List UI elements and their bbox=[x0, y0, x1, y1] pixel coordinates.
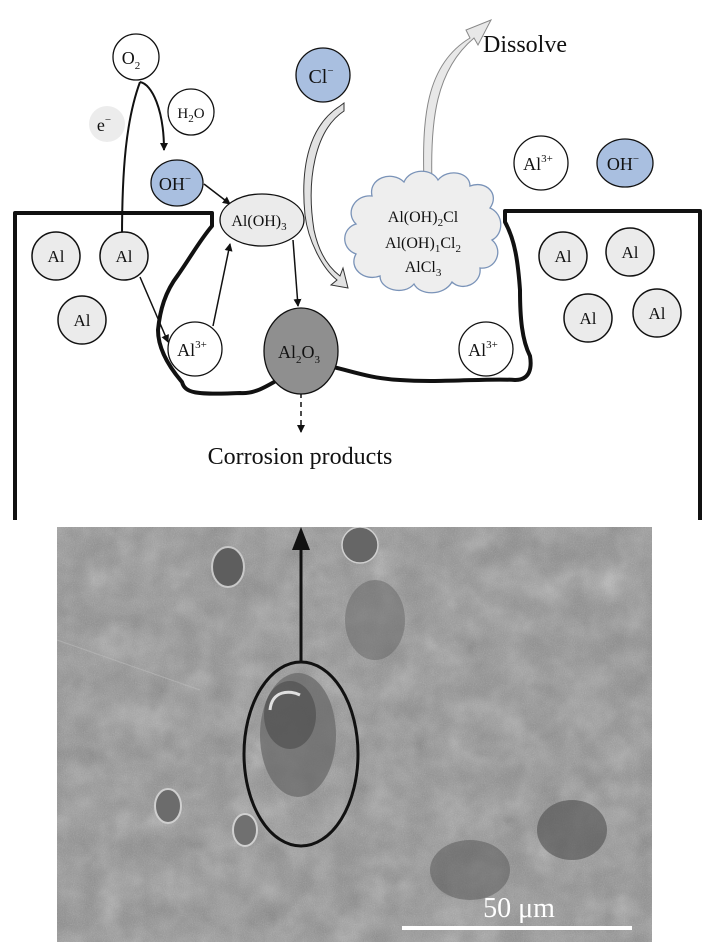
svg-text:e−: e− bbox=[97, 114, 111, 135]
svg-text:Al: Al bbox=[116, 247, 133, 266]
pit-to-diagram-arrowhead bbox=[292, 527, 310, 550]
svg-text:OH−: OH− bbox=[159, 173, 191, 194]
oh-to-aloh3-arrow bbox=[203, 183, 231, 205]
svg-text:Al: Al bbox=[580, 309, 597, 328]
svg-text:Al: Al bbox=[74, 311, 91, 330]
svg-text:Al3+: Al3+ bbox=[523, 153, 553, 174]
water-molecule: H2O bbox=[167, 88, 215, 136]
svg-text:Al: Al bbox=[48, 247, 65, 266]
svg-text:Cl−: Cl− bbox=[308, 65, 333, 88]
electron-path-line bbox=[121, 81, 141, 239]
svg-text:Al: Al bbox=[555, 247, 572, 266]
al3plus-to-aloh3-arrow bbox=[212, 243, 233, 327]
aluminum-atom: Al bbox=[57, 295, 107, 345]
aluminum-atom: Al bbox=[632, 288, 682, 338]
optical-micrograph bbox=[57, 527, 652, 942]
aluminum-ion-pit-left: Al3+ bbox=[167, 321, 223, 377]
svg-text:Al3+: Al3+ bbox=[468, 339, 498, 360]
svg-text:Al(OH)3: Al(OH)3 bbox=[231, 213, 287, 233]
o2-to-oh-arrow bbox=[139, 81, 168, 151]
o2-molecule: O2 bbox=[112, 33, 160, 81]
alumina-oxide: Al2O3 bbox=[263, 307, 339, 395]
chloride-ion: Cl− bbox=[295, 47, 351, 103]
cloud-line-2: Al(OH)1Cl2 bbox=[385, 235, 461, 255]
aluminum-atom: Al bbox=[31, 231, 81, 281]
aluminum-atom: Al bbox=[538, 231, 588, 281]
svg-text:O2: O2 bbox=[122, 48, 141, 72]
electron: e− bbox=[89, 106, 125, 142]
svg-text:Al: Al bbox=[649, 304, 666, 323]
scale-bar-label: 50 μm bbox=[483, 893, 555, 924]
al-to-al3plus-arrow bbox=[139, 276, 169, 343]
aluminum-ion-solution: Al3+ bbox=[513, 135, 569, 191]
chloride-attack-arrow bbox=[303, 102, 349, 289]
aluminum-ion-pit-right: Al3+ bbox=[458, 321, 514, 377]
aloh3-to-al2o3-arrow bbox=[292, 239, 302, 307]
aluminum-atom: Al bbox=[605, 227, 655, 277]
cloud-line-3: AlCl3 bbox=[405, 259, 442, 279]
svg-text:Al3+: Al3+ bbox=[177, 339, 207, 360]
svg-text:Al2O3: Al2O3 bbox=[278, 342, 321, 366]
svg-text:OH−: OH− bbox=[607, 153, 639, 174]
hydroxide-ion: OH− bbox=[150, 159, 204, 207]
cloud-line-1: Al(OH)2Cl bbox=[388, 209, 459, 229]
dissolve-label: Dissolve bbox=[483, 32, 567, 58]
hydroxide-ion-solution: OH− bbox=[596, 138, 654, 188]
svg-text:H2O: H2O bbox=[177, 106, 204, 125]
corrosion-products-label: Corrosion products bbox=[208, 444, 393, 470]
aluminum-hydroxide: Al(OH)3 bbox=[219, 193, 305, 247]
aluminum-atom: Al bbox=[563, 293, 613, 343]
svg-text:Al: Al bbox=[622, 243, 639, 262]
chloride-complex-cloud: Al(OH)2Cl Al(OH)1Cl2 AlCl3 bbox=[344, 170, 502, 294]
dissolve-arrow bbox=[423, 19, 493, 185]
aluminum-atom: Al bbox=[99, 231, 149, 281]
